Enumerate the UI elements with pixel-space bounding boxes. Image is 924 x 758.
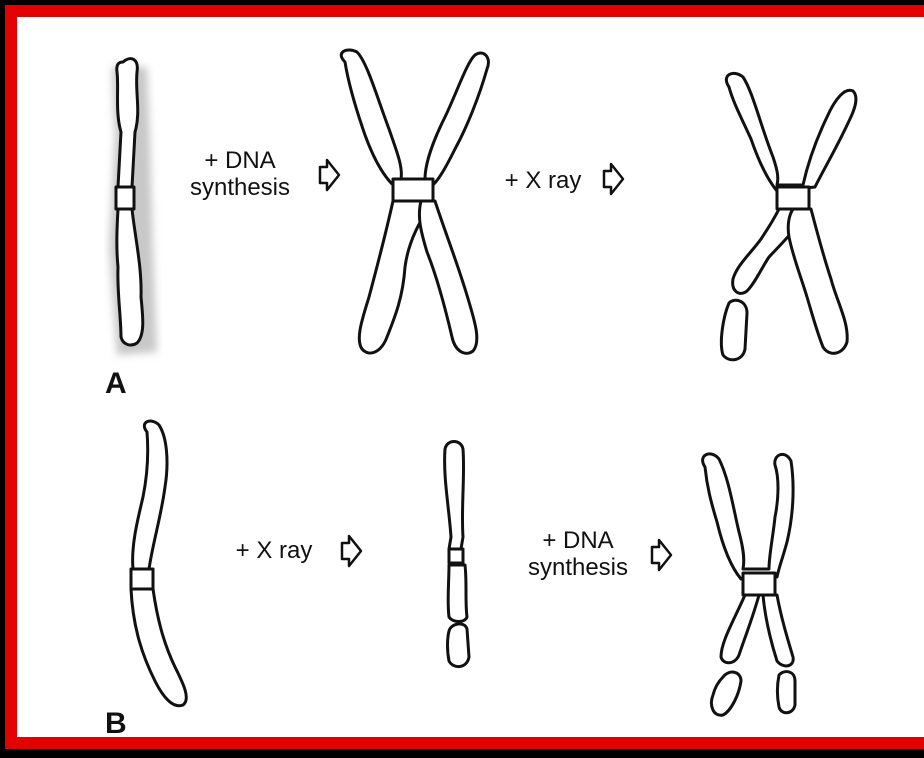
chromosome-a3-icon — [721, 73, 856, 359]
step-label-b2-line1: + DNA — [503, 527, 653, 554]
open-arrow-icon — [649, 537, 675, 573]
panel-label-a: A — [105, 367, 127, 401]
open-arrow-icon — [317, 157, 343, 193]
chromosome-b1-icon — [131, 421, 186, 706]
step-label-a1: + DNA synthesis — [165, 147, 315, 201]
panel-label-b: B — [105, 707, 127, 741]
open-arrow-icon — [601, 161, 627, 197]
step-label-a2: + X ray — [483, 167, 603, 194]
step-label-a1-line1: + DNA — [165, 147, 315, 174]
chromosome-diagram — [17, 17, 924, 749]
step-label-a2-line1: + X ray — [483, 167, 603, 194]
figure-frame: A + DNA synthesis + X ray B + X ray + DN… — [5, 5, 924, 749]
chromosome-a1-icon — [109, 59, 157, 355]
step-label-b1-line1: + X ray — [209, 537, 339, 564]
chromosome-a2-icon — [341, 50, 488, 353]
chromosome-b2-icon — [445, 442, 469, 667]
open-arrow-icon — [339, 533, 365, 569]
step-label-b1: + X ray — [209, 537, 339, 564]
chromosome-b3-icon — [703, 454, 795, 715]
step-label-b2-line2: synthesis — [503, 554, 653, 581]
step-label-a1-line2: synthesis — [165, 174, 315, 201]
step-label-b2: + DNA synthesis — [503, 527, 653, 581]
